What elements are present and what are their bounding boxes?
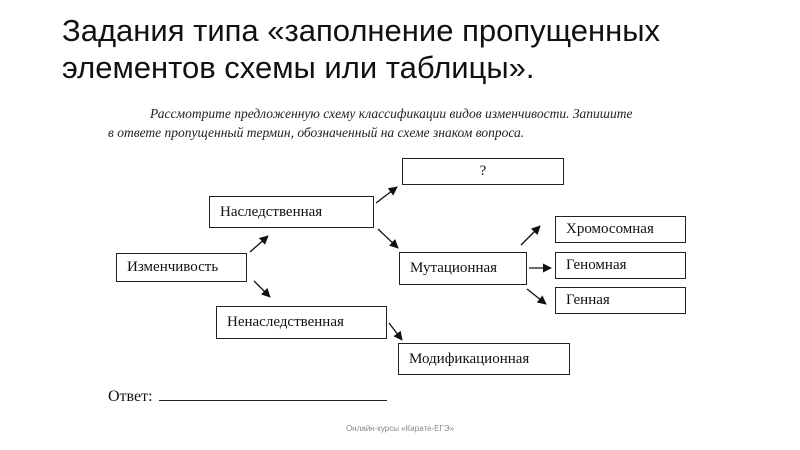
node-unknown: ? [402, 158, 564, 185]
instruction-line-2: в ответе пропущенный термин, обозначенны… [108, 125, 525, 140]
arrow-hereditary-to-unknown [375, 186, 398, 204]
arrow-mutational-to-chromosomal [520, 225, 541, 246]
task-instruction: Рассмотрите предложенную схему классифик… [108, 104, 748, 142]
node-hereditary: Наследственная [209, 196, 374, 228]
arrow-root-to-hereditary [249, 235, 269, 253]
arrow-root-to-non-hereditary [253, 280, 271, 298]
node-variability: Изменчивость [116, 253, 247, 282]
node-genomic: Геномная [555, 252, 686, 279]
slide-title-line-2: элементов схемы или таблицы». [62, 50, 535, 85]
node-mutational: Мутационная [399, 252, 527, 285]
node-modificational: Модификационная [398, 343, 570, 375]
answer-label: Ответ: [108, 388, 153, 405]
slide-title-line-1: Задания типа «заполнение пропущенных [62, 13, 661, 48]
footer-text: Онлайн-курсы «Карате-ЕГЭ» [345, 424, 455, 433]
node-gene: Генная [555, 287, 686, 314]
slide-title: Задания типа «заполнение пропущенных эле… [62, 12, 782, 86]
node-chromosomal: Хромосомная [555, 216, 686, 243]
instruction-line-1: Рассмотрите предложенную схему классифик… [150, 106, 633, 121]
answer-line [158, 386, 387, 401]
arrow-non-hereditary-to-modificational [388, 322, 403, 341]
answer-row: Ответ: [108, 386, 387, 406]
node-non-hereditary: Ненаследственная [216, 306, 387, 339]
arrow-mutational-to-gene [526, 288, 547, 305]
arrow-hereditary-to-mutational [377, 228, 399, 249]
